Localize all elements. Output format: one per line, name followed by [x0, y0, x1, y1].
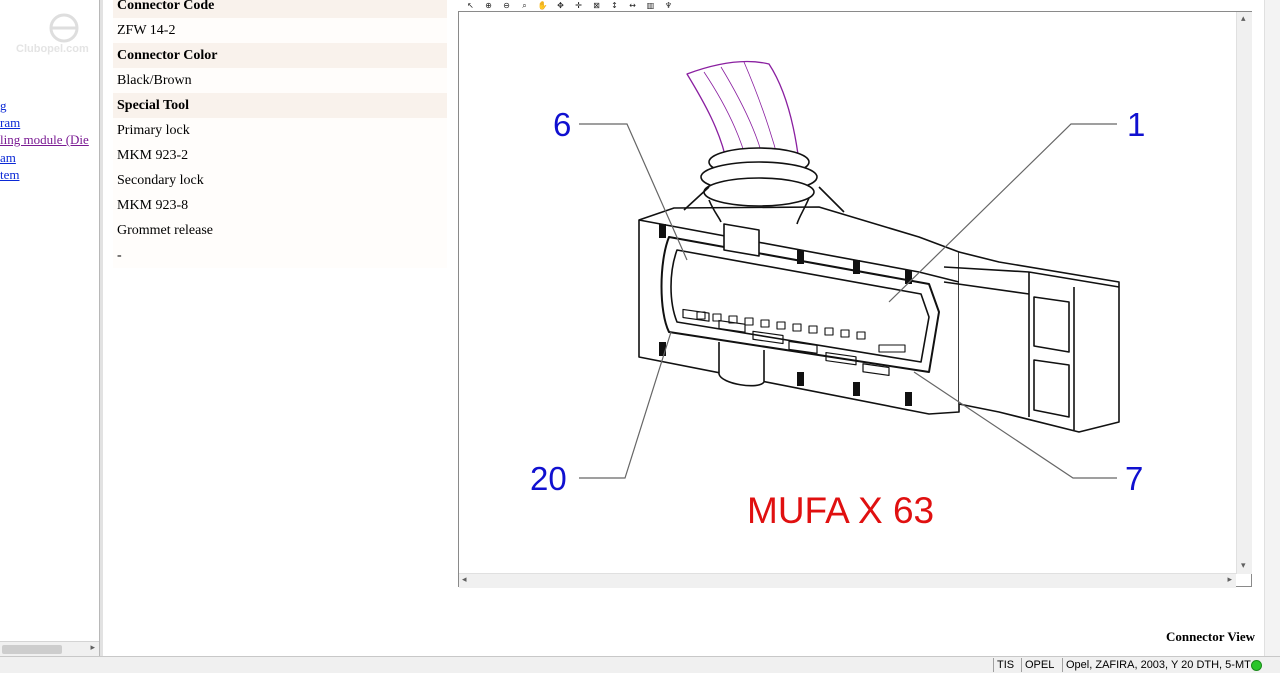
special-tool-header: Special Tool	[113, 93, 447, 118]
left-pane-horizontal-scrollbar[interactable]: ▸	[0, 641, 99, 657]
page-vertical-scrollbar[interactable]	[1264, 0, 1280, 656]
primary-lock-value: MKM 923-2	[113, 143, 447, 168]
nav-link-5[interactable]: tem	[0, 167, 20, 182]
status-vehicle: Opel, ZAFIRA, 2003, Y 20 DTH, 5-MT	[1062, 658, 1254, 672]
clubopel-watermark-logo: Clubopel.com	[16, 13, 89, 55]
status-app: TIS	[993, 658, 1017, 672]
pin-1-label: 1	[1127, 106, 1145, 143]
print-icon[interactable]: ♆	[664, 1, 673, 10]
nav-link-2[interactable]: ram	[0, 115, 21, 130]
diagram-vertical-scrollbar[interactable]: ▴ ▾	[1236, 12, 1252, 574]
grommet-release-value: -	[113, 243, 447, 268]
zoom-area-icon[interactable]: ✥	[557, 1, 564, 10]
scroll-up-arrow-icon[interactable]: ▴	[1241, 14, 1246, 24]
scrollbar-thumb[interactable]	[2, 645, 62, 654]
viewer-toolbar: ↖ ⊕ ⊖ ⌕ ✋ ✥ ✛ ⊠ ↕ ↔ ▥ ♆	[463, 0, 676, 10]
magnifier-icon[interactable]: ⌕	[522, 1, 527, 10]
pin-20-label: 20	[530, 460, 567, 497]
grommet-release-label: Grommet release	[113, 218, 447, 243]
scroll-right-arrow-icon[interactable]: ▸	[1227, 575, 1232, 585]
connector-color-value: Black/Brown	[113, 68, 447, 93]
connector-info-table: Connector Code ZFW 14-2 Connector Color …	[113, 0, 447, 268]
zoom-points-icon[interactable]: ✛	[575, 1, 582, 10]
connector-view-caption: Connector View	[1166, 629, 1255, 644]
connector-code-header: Connector Code	[113, 0, 447, 18]
pin-6-label: 6	[553, 106, 571, 143]
nav-link-3[interactable]: ling module (Die	[0, 132, 89, 147]
fit-width-icon[interactable]: ↔	[629, 1, 636, 10]
scroll-left-arrow-icon[interactable]: ◂	[462, 575, 467, 585]
pan-hand-icon[interactable]: ✋	[537, 1, 548, 10]
connector-code-value: ZFW 14-2	[113, 18, 447, 43]
watermark-text: Clubopel.com	[16, 43, 89, 55]
secondary-lock-label: Secondary lock	[113, 168, 447, 193]
connector-color-header: Connector Color	[113, 43, 447, 68]
zoom-out-icon[interactable]: ⊖	[503, 1, 510, 10]
connector-diagram-viewer[interactable]: 6 1 20 7 MUFA X 63	[458, 11, 1252, 587]
nav-link-4[interactable]: am	[0, 150, 16, 165]
zoom-in-icon[interactable]: ⊕	[485, 1, 492, 10]
pin-7-label: 7	[1125, 460, 1143, 497]
select-icon[interactable]: ↖	[467, 1, 474, 10]
measure-icon[interactable]: ▥	[646, 1, 655, 10]
connection-status-icon	[1251, 660, 1262, 671]
pane-splitter[interactable]	[99, 0, 103, 656]
scroll-right-arrow-icon[interactable]: ▸	[90, 643, 95, 653]
primary-lock-label: Primary lock	[113, 118, 447, 143]
connector-title-label: MUFA X 63	[747, 490, 934, 531]
connector-drawing: 6 1 20 7 MUFA X 63	[530, 60, 1145, 531]
secondary-lock-value: MKM 923-8	[113, 193, 447, 218]
scroll-down-arrow-icon[interactable]: ▾	[1241, 561, 1246, 571]
fit-height-icon[interactable]: ↕	[611, 1, 618, 10]
nav-link-1[interactable]: g	[0, 98, 7, 113]
status-brand: OPEL	[1021, 658, 1057, 672]
navigation-pane: Clubopel.com g ram ling module (Die am t…	[0, 0, 99, 641]
status-bar: TIS OPEL Opel, ZAFIRA, 2003, Y 20 DTH, 5…	[0, 656, 1280, 673]
fit-window-icon[interactable]: ⊠	[593, 1, 600, 10]
diagram-horizontal-scrollbar[interactable]: ◂ ▸	[459, 573, 1236, 588]
